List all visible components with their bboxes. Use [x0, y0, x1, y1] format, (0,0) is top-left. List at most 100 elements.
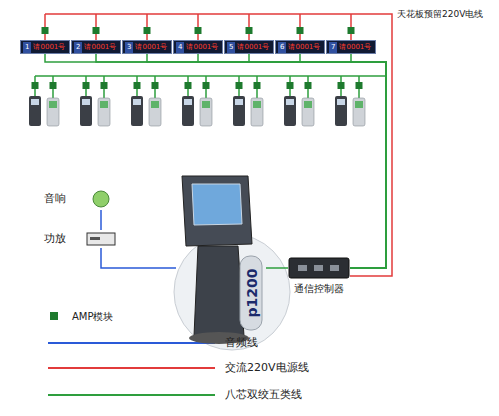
terminal-pair: [284, 96, 314, 126]
comm-controller: 通信控制器: [288, 256, 350, 298]
evaluator-screen: [151, 101, 159, 108]
evaluator: [200, 98, 212, 126]
evaluator-screen: [355, 101, 363, 108]
amp-module: [195, 27, 202, 34]
display-screen: 4请0001号: [173, 40, 223, 54]
display-screen: 5请0001号: [224, 40, 274, 54]
terminal-pair: [29, 96, 59, 126]
amp-module: [203, 82, 210, 89]
window-number: 4: [176, 42, 184, 53]
signal-connector: [100, 210, 102, 230]
amp-module: [93, 27, 100, 34]
keypad-screen: [286, 99, 294, 105]
signal-connector: [249, 54, 386, 268]
evaluator-screen: [202, 101, 210, 108]
amp-module: [246, 27, 253, 34]
keypad-screen: [31, 99, 39, 105]
amp-module: [32, 82, 39, 89]
amp-module: [83, 82, 90, 89]
wire-note: 天花板预留220V电线: [397, 8, 483, 20]
signal-connector: [45, 54, 386, 268]
amplifier: 功放: [40, 230, 118, 248]
terminal-pair: [182, 96, 212, 126]
caller-keypad: [182, 96, 194, 126]
legend-audio-line: [48, 342, 215, 344]
terminal-pair: [80, 96, 110, 126]
keypad-screen: [184, 99, 192, 105]
amplifier-panel: [90, 237, 100, 240]
device-label: 音响: [44, 192, 66, 206]
legend-cat5-line: [48, 394, 215, 396]
amp-module: [254, 82, 261, 89]
signal-connector: [300, 54, 386, 268]
amp-module: [297, 27, 304, 34]
controller-port: [298, 265, 307, 271]
keypad-screen: [235, 99, 243, 105]
terminals: [29, 96, 365, 126]
evaluator-screen: [304, 101, 312, 108]
controller-icon: [288, 256, 350, 280]
kiosk-illustration: [176, 172, 266, 348]
legend-text: 八芯双绞五类线: [225, 388, 302, 402]
terminal-drops: [35, 76, 359, 98]
amp-module: [50, 82, 57, 89]
amp-module: [236, 82, 243, 89]
amp-module: [152, 82, 159, 89]
queue-kiosk: p1200: [176, 172, 266, 348]
controller-port: [330, 265, 339, 271]
kiosk-body: [194, 246, 244, 336]
window-number: 6: [278, 42, 286, 53]
controller-port: [314, 265, 323, 271]
display-message: 请0001号: [288, 42, 320, 53]
keypad-screen: [337, 99, 345, 105]
display-screen: 3请0001号: [122, 40, 172, 54]
display-message: 请0001号: [339, 42, 371, 53]
caller-keypad: [29, 96, 41, 126]
kiosk-screen: [192, 184, 242, 225]
amp-module: [185, 82, 192, 89]
caller-keypad: [233, 96, 245, 126]
controller-label: 通信控制器: [294, 282, 344, 296]
legend-power-line: [48, 367, 215, 369]
amp-module: [348, 27, 355, 34]
legend-text: 音频线: [225, 336, 258, 350]
caller-keypad: [131, 96, 143, 126]
speaker-circle: [93, 191, 109, 207]
signal-connector: [350, 54, 386, 268]
caller-keypad: [335, 96, 347, 126]
display-message: 请0001号: [84, 42, 116, 53]
display-message: 请0001号: [186, 42, 218, 53]
signal-connector: [147, 54, 386, 268]
amp-module: [338, 82, 345, 89]
legend-swatch: [50, 312, 58, 320]
keypad-screen: [82, 99, 90, 105]
power-drops: [45, 14, 351, 40]
amp-module: [134, 82, 141, 89]
terminal-drop: [35, 76, 359, 98]
display-message: 请0001号: [135, 42, 167, 53]
caller-keypad: [80, 96, 92, 126]
legend-text: 交流220V电源线: [225, 361, 309, 375]
signal-connector: [266, 267, 288, 269]
window-number: 2: [74, 42, 82, 53]
kiosk-head: [182, 176, 252, 246]
terminal-bus: [35, 75, 386, 77]
evaluator: [251, 98, 263, 126]
model-name: p1200: [243, 269, 259, 318]
amp-module: [287, 82, 294, 89]
amp-module: [144, 27, 151, 34]
kiosk-backdrop: [174, 234, 290, 350]
window-number: 7: [329, 42, 337, 53]
display-screen: 1请0001号: [20, 40, 70, 54]
amp-module: [101, 82, 108, 89]
display-screen: 2请0001号: [71, 40, 121, 54]
device-label: 功放: [44, 232, 66, 246]
amp-module: [305, 82, 312, 89]
controller-box: [289, 258, 349, 278]
display-screen: 6请0001号: [275, 40, 325, 54]
speaker: 音响: [40, 188, 112, 210]
evaluator: [353, 98, 365, 126]
display-message: 请0001号: [237, 42, 269, 53]
evaluator: [47, 98, 59, 126]
